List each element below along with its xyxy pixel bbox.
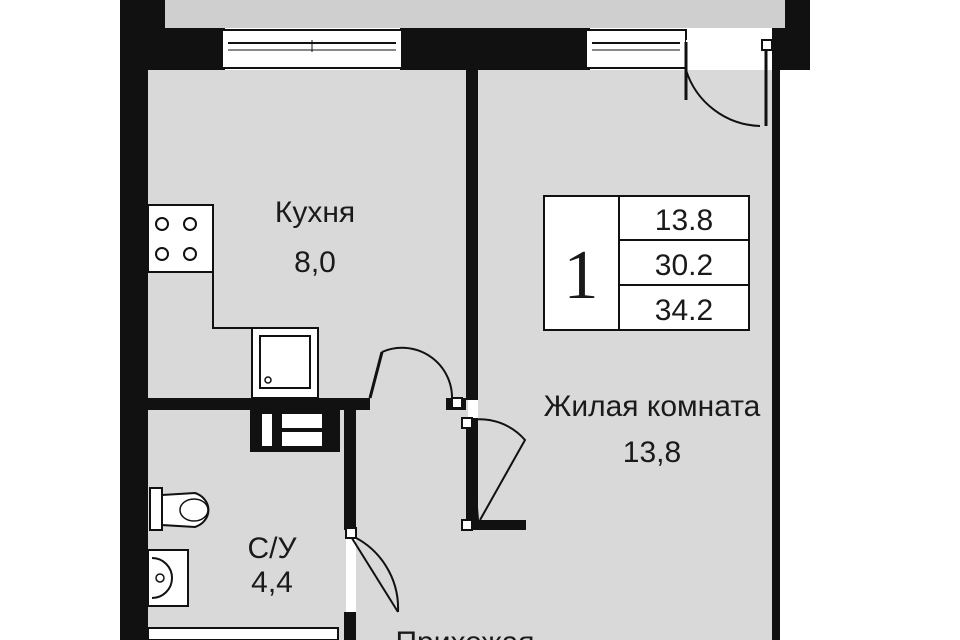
wall-bath-hallway-lower bbox=[344, 612, 356, 640]
outer-wall-right bbox=[772, 40, 780, 640]
outer-wall-top-mid bbox=[400, 28, 590, 70]
wall-kitchen-living bbox=[466, 70, 478, 400]
balcony-floor bbox=[165, 0, 785, 28]
hallway-floor bbox=[356, 400, 468, 640]
balcony-wall-left bbox=[120, 0, 165, 35]
stove-icon bbox=[147, 204, 214, 273]
living-room-name: Жилая комната bbox=[544, 390, 761, 423]
apartment-summary-box: 1 13.8 30.2 34.2 bbox=[543, 195, 750, 331]
wall-hallway-living-bottom bbox=[466, 520, 526, 530]
living-room-right-wall bbox=[780, 70, 810, 640]
rooms-count: 1 bbox=[564, 237, 599, 314]
living-area-value: 13.8 bbox=[655, 204, 713, 237]
vent-cell-1 bbox=[262, 414, 272, 446]
outer-wall-left bbox=[120, 0, 148, 640]
living-room-area: 13,8 bbox=[623, 436, 681, 469]
kitchen-door bbox=[368, 346, 463, 409]
bathroom-area: 4,4 bbox=[251, 566, 293, 599]
hallway-name: Прихожая bbox=[395, 626, 534, 640]
living-room-floor bbox=[478, 70, 780, 640]
kitchen-area: 8,0 bbox=[294, 246, 336, 279]
hallway-floor-extra bbox=[466, 530, 480, 640]
wall-bath-hallway bbox=[344, 400, 356, 530]
bathroom-name: С/У bbox=[247, 532, 297, 565]
wall-kitchen-living-lower bbox=[466, 418, 478, 530]
kitchen-name: Кухня bbox=[275, 196, 355, 229]
living-room-door bbox=[461, 417, 527, 531]
window-kitchen bbox=[221, 29, 403, 69]
bathtub-edge bbox=[147, 627, 339, 640]
wash-basin-icon bbox=[147, 549, 189, 607]
bathroom-door bbox=[345, 527, 400, 613]
kitchen-sink-icon bbox=[251, 327, 319, 399]
counter-outline bbox=[212, 272, 252, 329]
toilet-icon bbox=[149, 487, 210, 531]
total-area-value: 30.2 bbox=[655, 249, 713, 282]
wall-kitchen-bath bbox=[148, 398, 370, 410]
window-living bbox=[585, 29, 687, 69]
balcony-door bbox=[684, 39, 773, 127]
total-with-balcony-value: 34.2 bbox=[655, 294, 713, 327]
